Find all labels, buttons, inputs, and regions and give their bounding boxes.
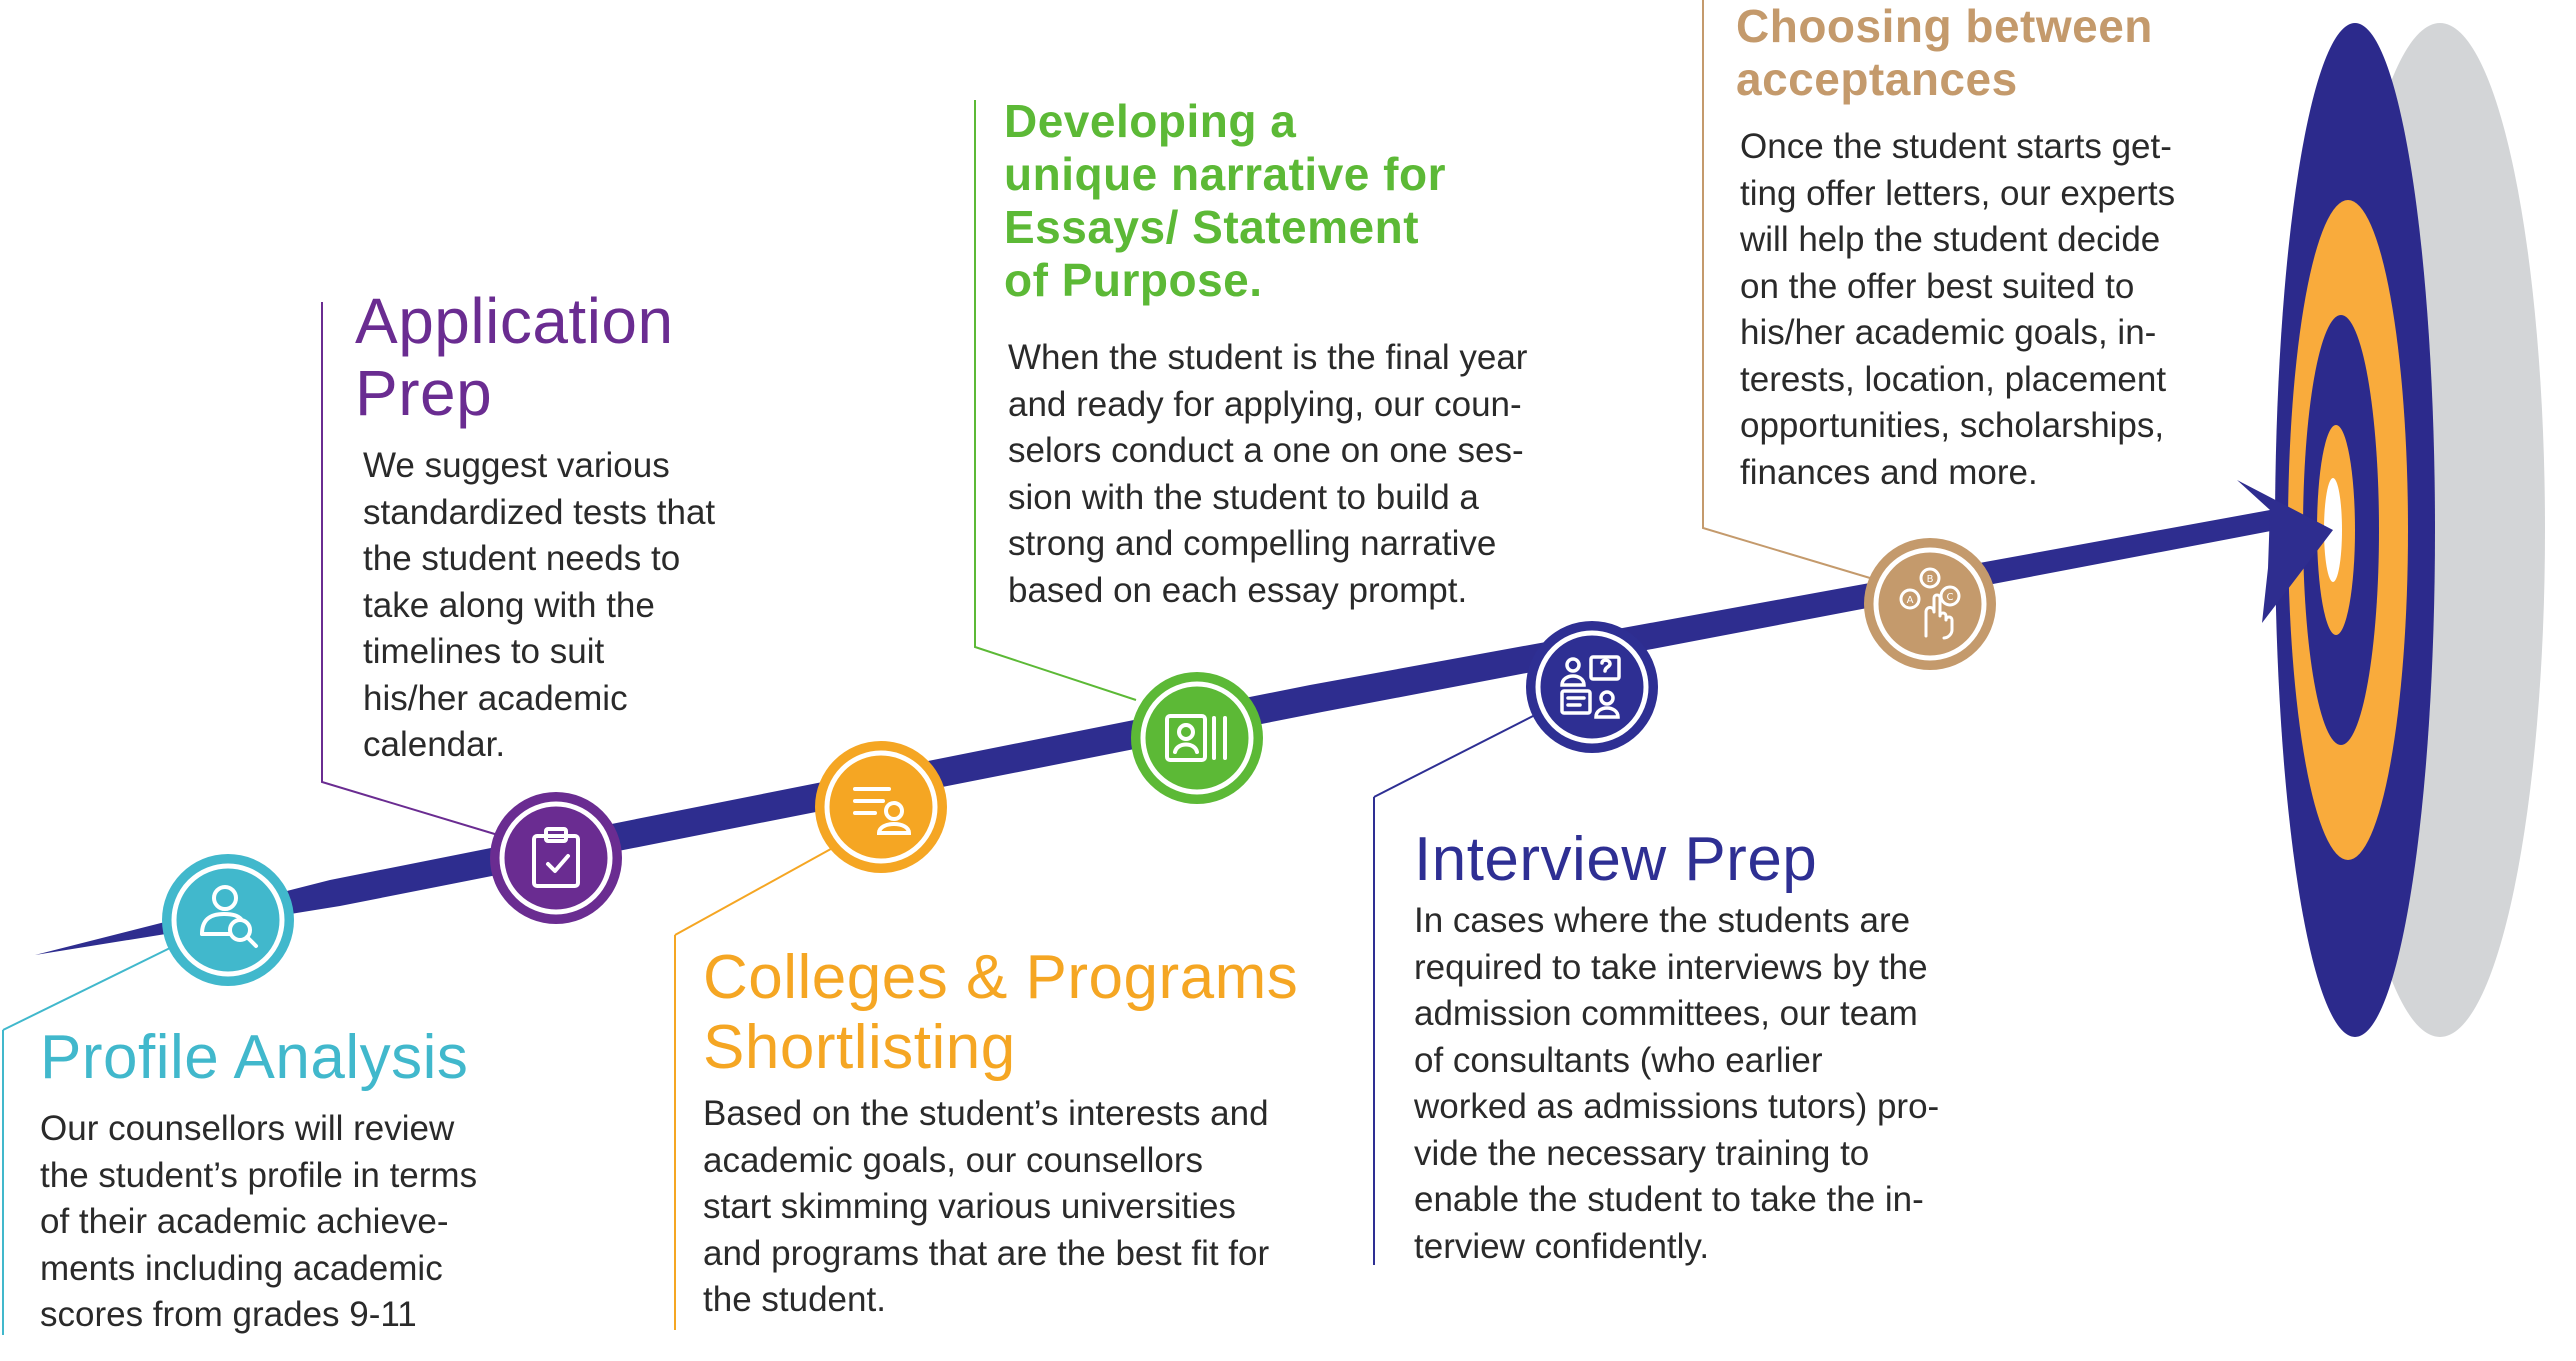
connector-line <box>321 302 499 836</box>
step-choosing-acceptances: Choosing between acceptances Once the st… <box>1736 0 2256 496</box>
body-line: the student. <box>703 1280 886 1319</box>
title-line: Profile Analysis <box>40 1023 469 1092</box>
option-letter-b: B <box>1927 574 1934 585</box>
title-line: of Purpose. <box>1004 254 1263 306</box>
body-line: opportunities, scholarships, <box>1740 406 2165 445</box>
body-line: Once the student starts get- <box>1740 127 2172 166</box>
body-line: of their academic achieve- <box>40 1202 449 1241</box>
step-description: Our counsellors will review the student’… <box>40 1106 640 1339</box>
body-line: vide the necessary training to <box>1414 1133 1870 1173</box>
bullseye-target-icon <box>2275 23 2545 1037</box>
body-line: academic goals, our counsellors <box>703 1140 1203 1180</box>
title-line: Colleges & Programs <box>703 943 1299 1012</box>
step-colleges-shortlisting: Colleges & Programs Shortlisting Based o… <box>703 943 1403 1324</box>
title-line: Essays/ Statement <box>1004 201 1420 253</box>
title-line: acceptances <box>1736 53 2018 105</box>
body-line: start skimming various universities <box>703 1187 1236 1226</box>
body-line: enable the student to take the in- <box>1414 1180 1924 1219</box>
connector-line <box>674 844 839 936</box>
body-line: Our counsellors will review <box>40 1109 455 1148</box>
body-line: sion with the student to build a <box>1008 477 1479 517</box>
body-line: standardized tests that <box>363 492 716 532</box>
step-description: We suggest various standardized tests th… <box>363 443 815 769</box>
clipboard-check-icon <box>490 792 622 924</box>
body-line: finances and more. <box>1740 452 2038 492</box>
choose-option-hand-icon: A B C <box>1864 538 1996 670</box>
body-line: admission committees, our team <box>1414 994 1918 1033</box>
step-description: In cases where the students are required… <box>1414 898 1974 1270</box>
body-line: selors conduct a one on one ses- <box>1008 431 1524 470</box>
body-line: Based on the student’s interests and <box>703 1094 1269 1133</box>
profile-search-icon <box>162 854 294 986</box>
body-line: terview confidently. <box>1414 1226 1710 1266</box>
essay-portrait-icon <box>1131 672 1263 804</box>
body-line: strong and compelling narrative <box>1008 524 1497 563</box>
body-line: and ready for applying, our coun- <box>1008 384 1522 424</box>
body-line: the student’s profile in terms <box>40 1155 478 1195</box>
body-line: will help the student decide <box>1740 220 2161 259</box>
body-line: his/her academic <box>363 678 628 718</box>
body-line: take along with the <box>363 585 655 625</box>
step-profile-analysis: Profile Analysis Our counsellors will re… <box>40 1020 640 1339</box>
step-description: When the student is the final year and r… <box>1008 335 1564 614</box>
body-line: based on each essay prompt. <box>1008 570 1468 610</box>
option-letter-c: C <box>1947 592 1954 603</box>
title-line: Shortlisting <box>703 1013 1016 1082</box>
connector-line <box>1373 714 1536 798</box>
body-line: and programs that are the best fit for <box>703 1233 1270 1273</box>
option-letter-a: A <box>1907 595 1914 606</box>
step-description: Once the student starts get- ting offer … <box>1740 124 2256 496</box>
body-line: ments including academic <box>40 1248 443 1288</box>
body-line: terests, location, placement <box>1740 359 2167 399</box>
step-title: Profile Analysis <box>40 1020 640 1096</box>
body-line: on the offer best suited to <box>1740 266 2135 306</box>
shortlist-person-icon <box>815 741 947 873</box>
title-line: Developing a <box>1004 95 1297 147</box>
body-line: ting offer letters, our experts <box>1740 173 2176 213</box>
step-title: Colleges & Programs Shortlisting <box>703 943 1403 1083</box>
title-line: Choosing between <box>1736 0 2153 52</box>
body-line: of consultants (who earlier <box>1414 1040 1823 1080</box>
step-interview-prep: Interview Prep In cases where the studen… <box>1414 822 1974 1270</box>
title-line: unique narrative for <box>1004 148 1446 200</box>
step-title: Choosing between acceptances <box>1736 0 2256 106</box>
step-title: Developing a unique narrative for Essays… <box>1004 95 1564 307</box>
step-application-prep: Application Prep We suggest various stan… <box>355 285 815 769</box>
body-line: worked as admissions tutors) pro- <box>1414 1087 1940 1126</box>
interview-chat-icon <box>1526 621 1658 753</box>
title-line: Prep <box>355 357 493 429</box>
body-line: the student needs to <box>363 539 681 578</box>
title-line: Application <box>355 285 674 357</box>
body-line: timelines to suit <box>363 632 605 671</box>
body-line: his/her academic goals, in- <box>1740 313 2157 352</box>
body-line: We suggest various <box>363 446 670 485</box>
step-description: Based on the student’s interests and aca… <box>703 1091 1403 1324</box>
body-line: scores from grades 9-11 <box>40 1295 417 1334</box>
body-line: calendar. <box>363 725 506 764</box>
body-line: In cases where the students are <box>1414 901 1911 940</box>
step-essay-narrative: Developing a unique narrative for Essays… <box>1004 95 1564 614</box>
body-line: required to take interviews by the <box>1414 947 1928 987</box>
connector-line <box>974 100 1137 701</box>
title-line: Interview Prep <box>1414 825 1818 894</box>
step-title: Interview Prep <box>1414 822 1974 898</box>
body-line: When the student is the final year <box>1008 338 1528 377</box>
step-title: Application Prep <box>355 285 815 429</box>
connector-line <box>2 947 171 1031</box>
connector-line <box>1702 0 1871 579</box>
